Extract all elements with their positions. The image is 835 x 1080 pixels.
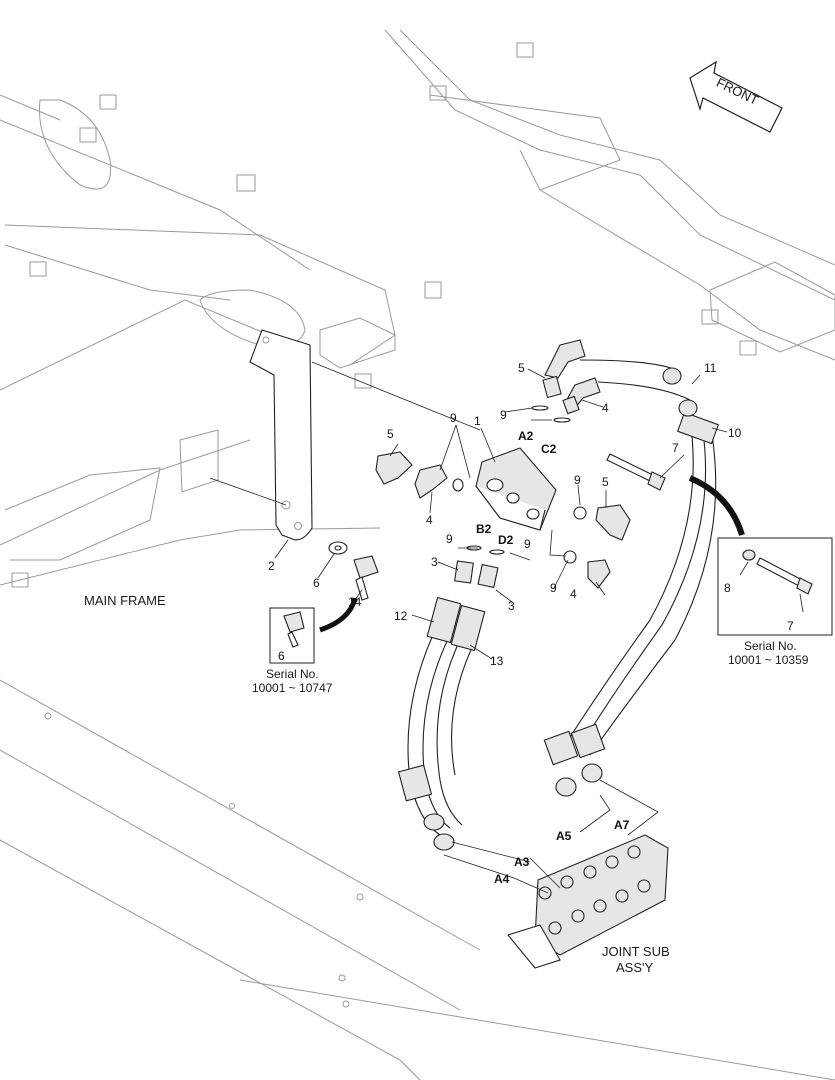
leader-lines — [274, 368, 745, 894]
port-label-d2: D2 — [498, 533, 514, 547]
callout-10: 10 — [728, 426, 742, 440]
port-label-b2: B2 — [476, 522, 492, 536]
detail-box-right: 8 7 Serial No. 10001 ~ 10359 — [717, 537, 833, 667]
callout-14: 14 — [348, 595, 362, 609]
valve-block-part-1 — [475, 447, 557, 531]
port-label-a2: A2 — [518, 429, 534, 443]
port-label-a5: A5 — [556, 829, 572, 843]
front-arrow: FRONT — [689, 60, 783, 133]
callout-6: 6 — [313, 576, 320, 590]
callout-12: 12 — [394, 609, 408, 623]
callout-13: 13 — [490, 654, 504, 668]
detail-left-part-number: 6 — [278, 649, 285, 663]
callout-9e: 9 — [524, 537, 531, 551]
callout-9c: 9 — [574, 473, 581, 487]
callout-4b: 4 — [426, 513, 433, 527]
callout-1: 1 — [474, 414, 481, 428]
callout-9b: 9 — [450, 411, 457, 425]
callout-2: 2 — [268, 559, 275, 573]
callout-7: 7 — [672, 441, 679, 455]
detail-left-serial-range: 10001 ~ 10747 — [252, 681, 333, 695]
detail-right-part-a: 8 — [724, 581, 731, 595]
callout-9a: 9 — [500, 408, 507, 422]
callout-11: 11 — [704, 361, 717, 375]
fittings — [375, 339, 631, 589]
callout-4a: 4 — [602, 401, 609, 415]
detail-right-serial-range: 10001 ~ 10359 — [728, 653, 809, 667]
joint-sub-assembly — [507, 834, 669, 969]
callout-5c: 5 — [602, 475, 609, 489]
callout-5b: 5 — [387, 427, 394, 441]
main-frame-label: MAIN FRAME — [84, 593, 166, 608]
detail-box-left: 6 Serial No. 10001 ~ 10747 — [252, 607, 333, 695]
bolts-and-washers — [328, 453, 666, 601]
callout-3b: 3 — [508, 599, 515, 613]
joint-sub-label-line1: JOINT SUB — [602, 944, 670, 959]
callout-9d: 9 — [446, 532, 453, 546]
callout-3a: 3 — [431, 555, 438, 569]
joint-sub-label-line2: ASS'Y — [616, 960, 653, 975]
callout-9f: 9 — [550, 581, 557, 595]
detail-right-part-b: 7 — [787, 619, 794, 633]
detail-right-serial-label: Serial No. — [744, 639, 797, 653]
port-label-a7: A7 — [614, 818, 630, 832]
bracket-part-2 — [209, 329, 481, 541]
callout-5a: 5 — [518, 361, 525, 375]
hose-assemblies — [397, 359, 720, 851]
detail-left-serial-label: Serial No. — [266, 667, 319, 681]
port-label-c2: C2 — [541, 442, 557, 456]
port-label-a4: A4 — [494, 872, 510, 886]
port-label-a3: A3 — [514, 855, 530, 869]
main-frame-outline — [0, 29, 835, 1080]
callout-4c: 4 — [570, 587, 577, 601]
